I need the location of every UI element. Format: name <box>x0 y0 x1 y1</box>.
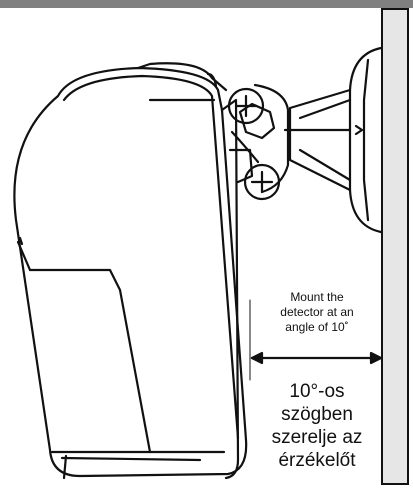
detector-housing <box>13 62 248 480</box>
angle-annotation <box>249 299 383 381</box>
wall-bracket <box>283 46 383 234</box>
wall <box>381 8 409 485</box>
top-bar <box>0 0 413 8</box>
english-instruction: Mount the detector at an angle of 10˚ <box>280 290 354 334</box>
hungarian-instruction: 10°-os szögben szerelje az érzékelőt <box>271 381 363 471</box>
swivel-joint <box>227 83 290 201</box>
